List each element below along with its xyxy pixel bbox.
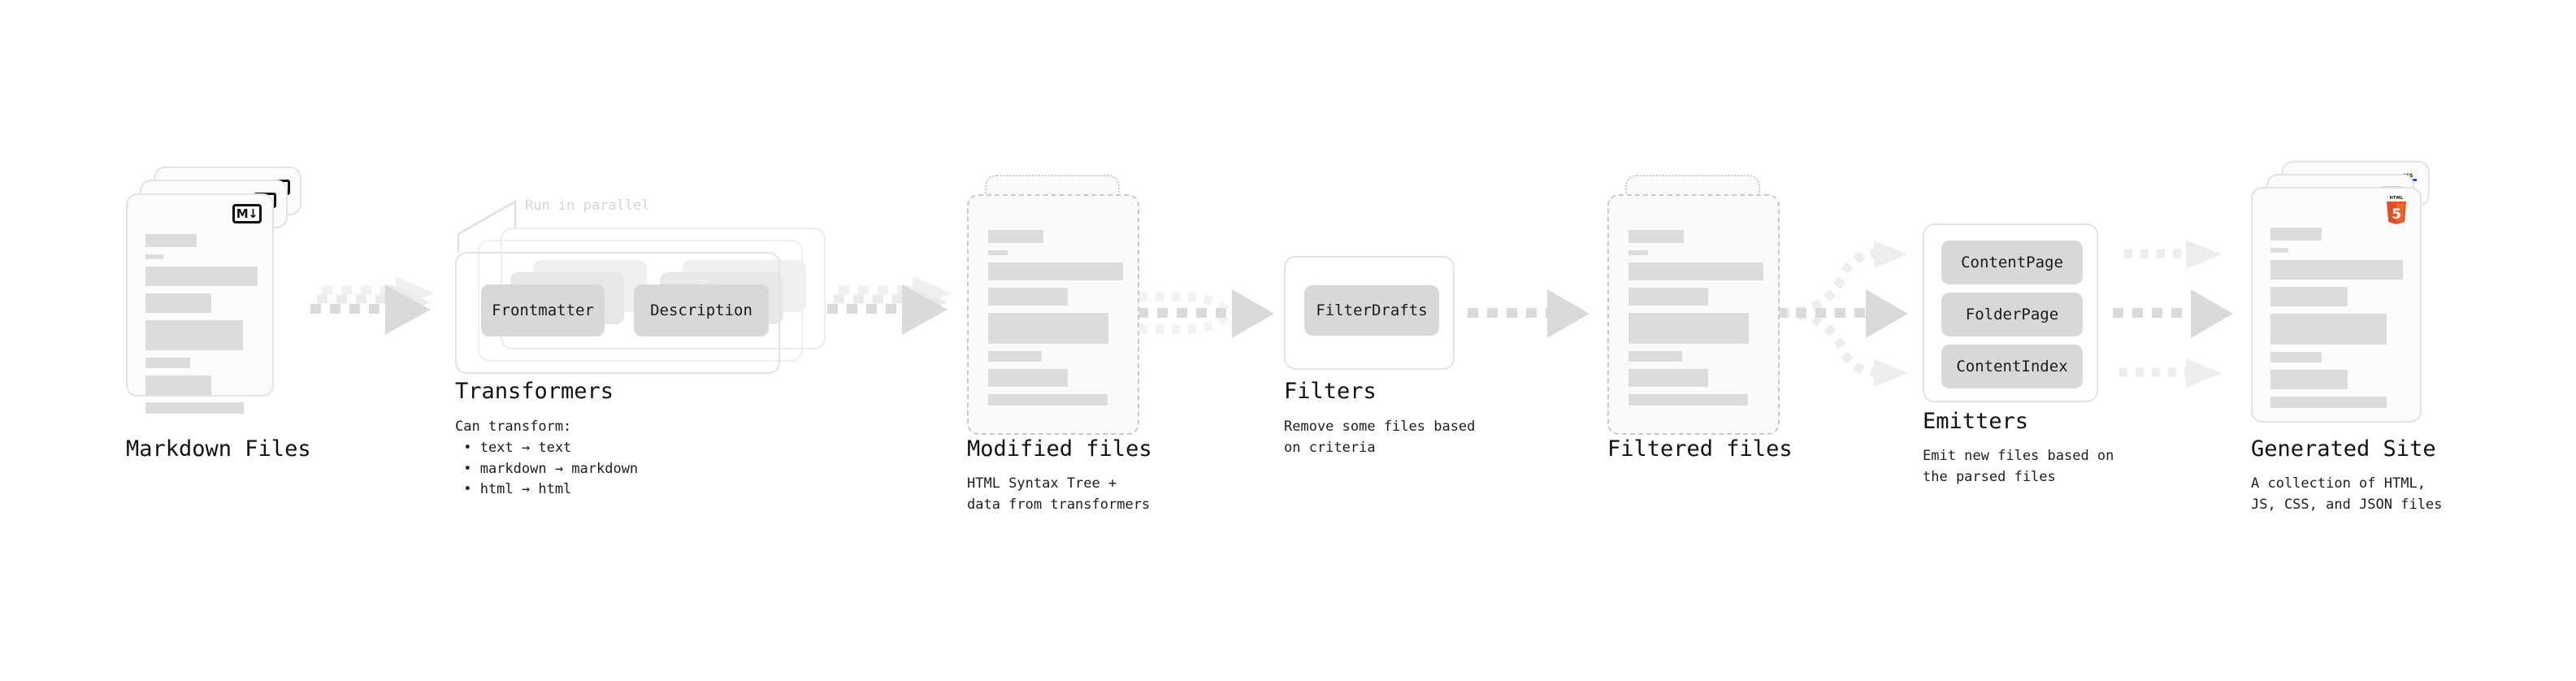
content-bar [145, 358, 190, 368]
emitters-title: Emitters [1923, 409, 2029, 434]
generated-site-description: A collection of HTML, JS, CSS, and JSON … [2251, 475, 2443, 513]
content-bar [988, 250, 1008, 255]
content-bar [2270, 228, 2322, 241]
emitters-box: ContentPage FolderPage ContentIndex [1923, 223, 2098, 402]
markdown-sheet-front: M↓ [126, 193, 274, 414]
content-bar [2270, 352, 2322, 362]
content-bar [145, 402, 244, 414]
filtered-files-title: Filtered files [1607, 436, 1793, 462]
content-bar [1628, 351, 1682, 362]
html5-icon: HTML 5 [2387, 196, 2406, 224]
arrow-modified-to-filters [1138, 289, 1274, 338]
arrow-md-to-transformers [310, 276, 435, 335]
content-bar [988, 313, 1108, 344]
plugin-pill-folderpage[interactable]: FolderPage [1941, 293, 2083, 336]
generated-site-title: Generated Site [2251, 436, 2436, 462]
svg-text:HTML: HTML [2390, 196, 2404, 201]
content-bar [988, 288, 1068, 306]
plugin-pill-filterdrafts[interactable]: FilterDrafts [1304, 285, 1439, 336]
content-bar [988, 230, 1043, 243]
plugin-pill-contentindex[interactable]: ContentIndex [1941, 345, 2083, 388]
content-bar [1628, 230, 1684, 243]
content-bar [145, 267, 258, 286]
content-bar [2270, 287, 2348, 306]
transformers-group: Frontmatter Description [455, 228, 845, 390]
markdown-content-bars [145, 234, 258, 421]
content-bar [2270, 314, 2387, 345]
content-bar [145, 320, 243, 350]
plugin-pill-contentpage[interactable]: ContentPage [1941, 241, 2083, 284]
content-bar [145, 234, 197, 247]
content-bar [1628, 394, 1748, 406]
modified-files-stack [967, 175, 1146, 435]
filters-title: Filters [1284, 379, 1377, 404]
svg-text:5: 5 [2392, 206, 2401, 223]
content-bar [988, 394, 1108, 406]
content-bar [1628, 262, 1763, 280]
modified-files-title: Modified files [967, 436, 1152, 462]
content-bar [145, 254, 163, 259]
site-content-bars [2270, 228, 2403, 415]
content-bar [2270, 260, 2403, 280]
plugin-pill-description[interactable]: Description [634, 284, 769, 336]
filters-box: FilterDrafts [1284, 256, 1455, 370]
md-badge-icon: M↓ [232, 204, 262, 223]
content-bar [988, 369, 1068, 387]
modified-content-bars [988, 230, 1123, 413]
generated-site-stack: CSS HTML 5 [2251, 161, 2438, 423]
content-bar [1628, 313, 1749, 344]
filtered-sheet-front [1607, 194, 1780, 435]
transformers-box: Frontmatter Description [455, 252, 780, 374]
content-bar [2270, 397, 2387, 408]
filtered-content-bars [1628, 230, 1763, 413]
content-bar [145, 293, 211, 313]
arrow-transformers-to-modified [827, 276, 952, 335]
content-bar [1628, 369, 1708, 387]
plugin-pill-frontmatter[interactable]: Frontmatter [481, 284, 605, 336]
emitters-description: Emit new files based on the parsed files [1923, 448, 2114, 485]
content-bar [988, 351, 1042, 362]
arrow-filters-to-filtered [1468, 289, 1589, 338]
run-in-parallel-bracket [457, 199, 517, 252]
filters-description: Remove some files based on criteria [1284, 419, 1476, 456]
content-bar [988, 262, 1123, 280]
content-bar [145, 375, 211, 395]
arrow-filtered-to-emitters [1776, 241, 1908, 387]
modified-sheet-front [967, 194, 1139, 435]
content-bar [1628, 288, 1708, 306]
content-bar [1628, 250, 1648, 255]
markdown-files-stack: M↓ M↓ M↓ [126, 167, 313, 414]
transformers-title: Transformers [455, 379, 614, 404]
site-sheet-front: HTML 5 [2251, 187, 2422, 423]
filtered-files-stack [1607, 175, 1786, 435]
arrow-emitters-to-site [2113, 240, 2233, 388]
content-bar [2270, 248, 2288, 253]
markdown-files-title: Markdown Files [126, 436, 311, 462]
content-bar [2270, 370, 2348, 389]
modified-files-description: HTML Syntax Tree + data from transformer… [967, 475, 1151, 513]
run-in-parallel-note: Run in parallel [525, 197, 650, 214]
transformers-description: Can transform: • text → text • markdown … [455, 419, 639, 498]
